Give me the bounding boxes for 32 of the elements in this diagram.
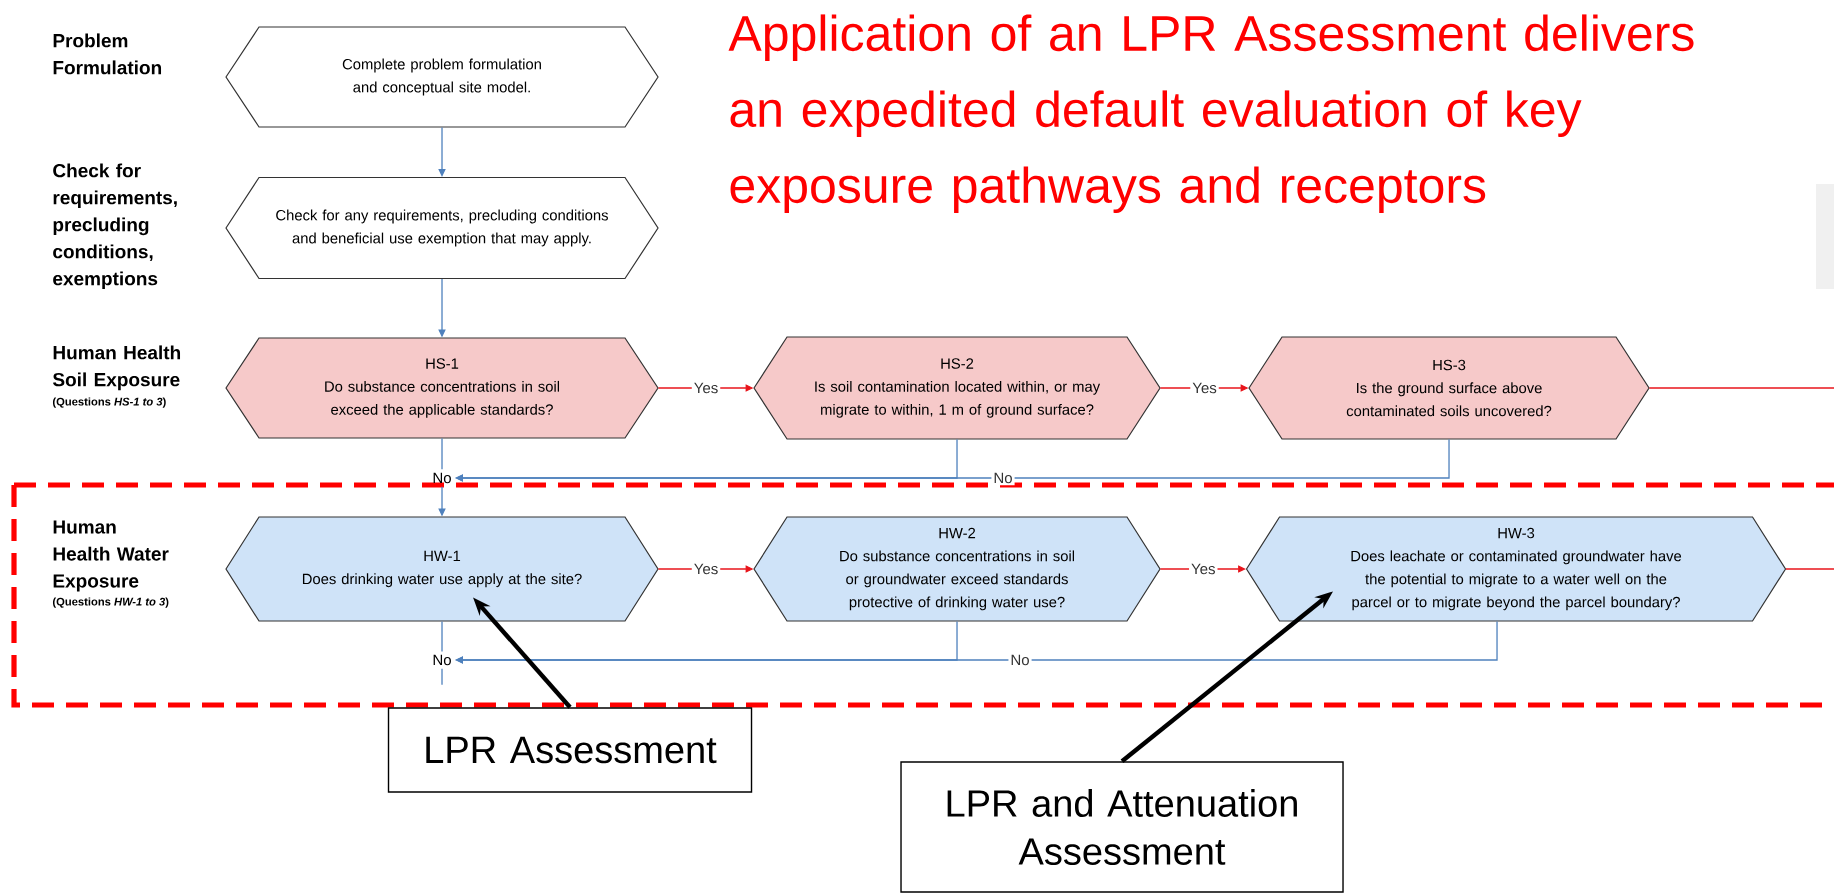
edge-label: Yes	[691, 380, 721, 396]
edge-label: No	[991, 470, 1015, 486]
hexagon-box: Complete problem formulation and conceptual site model.	[225, 26, 659, 128]
edge-label: Yes	[1189, 561, 1218, 577]
row-note: (Questions HW-1 to 3)	[52, 597, 169, 608]
edge-label: Yes	[1190, 380, 1219, 396]
row-heading: Check for requirements, precluding conditions, exemptions	[53, 163, 177, 290]
row-heading: Problem Formulation	[53, 33, 161, 75]
edge-label: No	[1008, 652, 1032, 668]
connector-line	[441, 668, 443, 686]
title-text: Application of an LPR Assessment delivers an expedited default evaluation of key exposure pathways and receptors	[728, 14, 1694, 213]
row-note: (Questions HS-1 to 3)	[52, 397, 166, 408]
branch-label: No	[433, 654, 451, 666]
connector-line	[441, 437, 443, 470]
hexagon-box: HS-3 Is the ground surface above contaminated soils uncovered?	[1248, 336, 1650, 440]
connector-line	[1648, 387, 1834, 389]
hexagon-box: HW-3 Does leachate or contaminated groundwater have the potential to migrate to a water well on the parcel or to migrate beyond the parcel boundary?	[1245, 516, 1787, 622]
arrow	[455, 620, 1498, 664]
hexagon-box: HW-2 Do substance concentrations in soil or groundwater exceed standards protective of drinking water use?	[753, 516, 1161, 622]
edge-label: Yes	[691, 561, 721, 577]
branch-label: No	[433, 472, 451, 484]
arrow	[455, 438, 1450, 482]
hexagon-box: HS-2 Is soil contamination located within, or may migrate to within, 1 m of ground surface?	[753, 336, 1161, 440]
row-heading: Human Health Soil Exposure	[52, 345, 180, 391]
connector-line	[441, 620, 443, 653]
connector-line	[1785, 568, 1834, 570]
row-heading: Human Health Water Exposure	[53, 520, 169, 592]
hexagon-box: HW-1 Does drinking water use apply at the site?	[225, 516, 659, 622]
callout-box: LPR Assessment	[387, 707, 753, 793]
callout-box: LPR and Attenuation Assessment	[900, 761, 1344, 893]
hexagon-box: Check for any requirements, precluding conditions and beneficial use exemption that may apply.	[225, 176, 659, 280]
hexagon-box: HS-1 Do substance concentrations in soil exceed the applicable standards?	[225, 337, 659, 439]
